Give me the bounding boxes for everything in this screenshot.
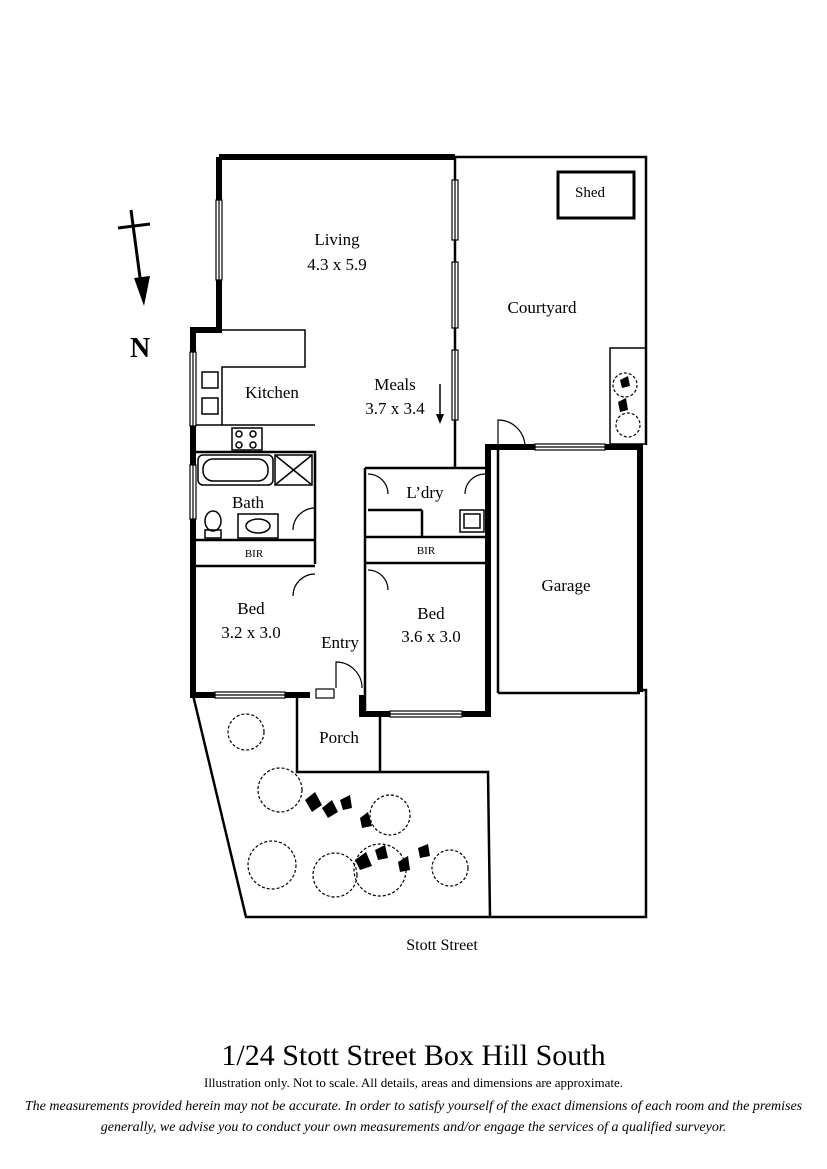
kitchen-bench	[196, 329, 315, 451]
living-dims: 4.3 x 5.9	[307, 255, 367, 274]
laundry-name: L’dry	[406, 483, 444, 502]
north-compass: N	[117, 209, 150, 364]
bed2-dims: 3.6 x 3.0	[401, 627, 461, 646]
living-name: Living	[314, 230, 360, 249]
property-address: 1/24 Stott Street Box Hill South	[221, 1039, 606, 1072]
floor-plan: N	[117, 154, 648, 954]
illustration-note: Illustration only. Not to scale. All det…	[203, 1075, 624, 1090]
kitchen-name: Kitchen	[245, 383, 299, 402]
laundry-fixtures	[459, 509, 485, 533]
bed1-name: Bed	[237, 599, 265, 618]
garden-bed	[609, 347, 647, 445]
bir-left-label: BIR	[245, 548, 264, 560]
bir-right-label: BIR	[417, 545, 436, 557]
entry-name: Entry	[321, 633, 359, 652]
step-arrow	[436, 384, 444, 424]
street-name: Stott Street	[406, 937, 478, 954]
bed2-name: Bed	[417, 604, 445, 623]
shed-name: Shed	[575, 185, 606, 201]
bath-name: Bath	[232, 493, 265, 512]
garage-name: Garage	[541, 576, 590, 595]
garden-shrubs	[227, 372, 641, 898]
bed1-dims: 3.2 x 3.0	[221, 623, 281, 642]
shed-outline	[556, 170, 636, 220]
room-labels: Living 4.3 x 5.9 Meals 3.7 x 3.4 Kitchen…	[221, 185, 605, 954]
doors	[292, 419, 526, 699]
garden-leaves	[305, 376, 630, 872]
windows	[189, 179, 606, 718]
footer: 1/24 Stott Street Box Hill South Illustr…	[0, 1038, 827, 1138]
north-label: N	[130, 333, 150, 364]
courtyard-name: Courtyard	[508, 298, 577, 317]
meals-name: Meals	[374, 375, 416, 394]
meals-dims: 3.7 x 3.4	[365, 399, 425, 418]
disclaimer: The measurements provided herein may not…	[24, 1099, 803, 1135]
porch-name: Porch	[319, 728, 359, 747]
bath-fixtures	[197, 454, 313, 539]
